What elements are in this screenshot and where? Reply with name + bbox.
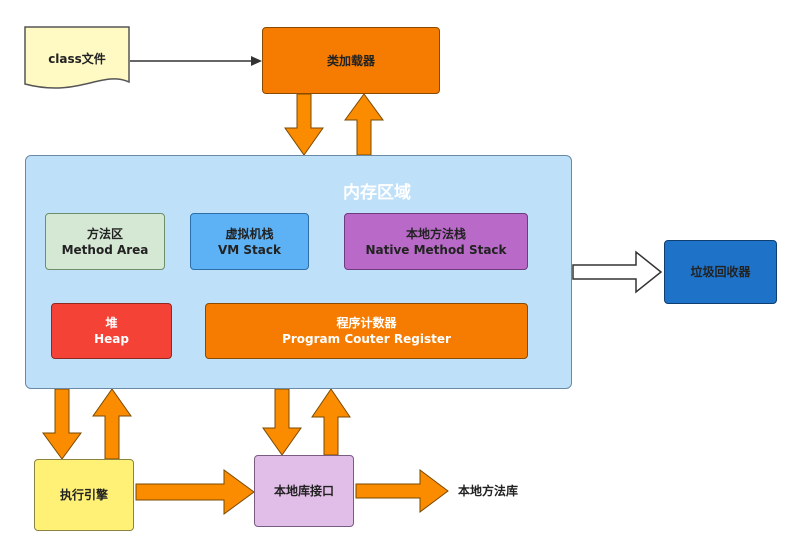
class-to-loader-arrow-head [251,56,262,66]
native-interface-to-library-arrow [355,469,449,513]
native-library-interface-box: 本地库接口 [254,455,354,527]
heap-box: 堆 Heap [51,303,172,359]
class-loader-label: 类加载器 [326,53,375,68]
native-method-stack-cn: 本地方法栈 [405,226,466,241]
memory-to-engine-arrow [42,388,82,460]
native-method-stack-en: Native Method Stack [365,242,507,257]
method-area-cn: 方法区 [86,226,123,241]
class-file-label: class文件 [48,52,106,66]
native-library-interface-label: 本地库接口 [273,484,334,498]
memory-to-loader-arrow [344,93,384,156]
class-file-document-icon [24,26,130,89]
loader-to-memory-arrow [284,93,324,156]
vm-stack-box: 虚拟机栈 VM Stack [190,213,309,270]
heap-cn: 堆 [105,316,118,330]
execution-engine-box: 执行引擎 [34,459,134,531]
vm-stack-cn: 虚拟机栈 [225,226,274,241]
native-method-stack-box: 本地方法栈 Native Method Stack [344,213,528,270]
method-area-en: Method Area [61,242,149,257]
program-counter-cn: 程序计数器 [336,316,397,330]
garbage-collector-box: 垃圾回收器 [664,240,777,304]
class-loader-box: 类加载器 [262,27,440,94]
vm-stack-en: VM Stack [218,242,281,257]
engine-to-native-interface-arrow [135,469,255,515]
method-area-box: 方法区 Method Area [45,213,165,270]
garbage-collector-label: 垃圾回收器 [690,265,751,279]
heap-en: Heap [94,332,129,346]
program-counter-box: 程序计数器 Program Couter Register [205,303,528,359]
memory-to-gc-arrow [572,250,663,294]
execution-engine-label: 执行引擎 [59,488,108,502]
native-method-library-label: 本地方法库 [458,484,519,498]
native-interface-to-memory-arrow [311,388,351,456]
memory-area-title: 内存区域 [343,183,411,203]
memory-to-native-interface-arrow [262,388,302,456]
engine-to-memory-arrow [92,388,132,460]
program-counter-en: Program Couter Register [282,332,451,346]
